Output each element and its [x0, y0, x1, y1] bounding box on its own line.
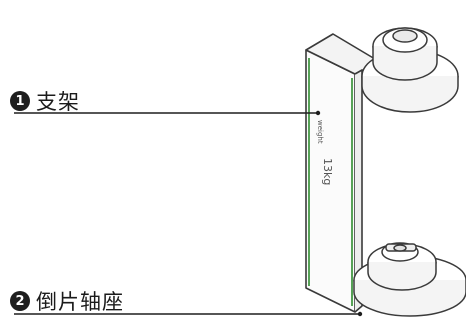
callout-number-badge: 1 [10, 91, 30, 111]
callout-bracket: 1 支架 [10, 86, 80, 116]
bottom-spool-seat [353, 242, 466, 317]
bracket-text-line1: weight [316, 120, 324, 144]
bracket-text-line2: 13kg [321, 158, 334, 185]
leader-dot-2 [357, 311, 363, 317]
callout-rewind-spool-seat: 2 倒片轴座 [10, 286, 124, 316]
bracket-plate [305, 33, 381, 313]
callout-number-badge: 2 [10, 291, 30, 311]
bracket-imprint: weight 13kg [316, 120, 334, 185]
callout-label-rewind-spool-seat: 倒片轴座 [36, 290, 124, 314]
leader-dot-1 [315, 110, 321, 116]
callout-label-bracket: 支架 [36, 90, 80, 114]
top-spool-knob [361, 27, 459, 113]
